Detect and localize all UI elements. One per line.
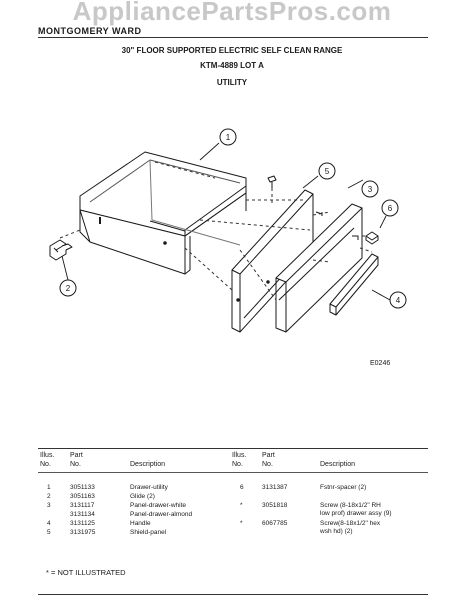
callout-label-5: 5 <box>325 167 330 176</box>
row-illus: 6 <box>240 484 244 491</box>
model-number: KTM-4889 LOT A <box>200 61 264 70</box>
header-illus-left: Illus.No. <box>40 452 55 468</box>
callout-4 <box>389 291 407 309</box>
footer-rule <box>38 594 428 595</box>
figure-code: E0246 <box>370 360 391 367</box>
row-desc: wsh hd) (2) <box>320 528 353 535</box>
exploded-parts-diagram: 1 2 3 4 5 6 <box>49 128 407 333</box>
callout-label-6: 6 <box>388 204 393 213</box>
callout-label-3: 3 <box>368 185 373 194</box>
callout-2 <box>59 279 77 297</box>
row-desc: Handle <box>130 520 151 527</box>
row-illus: * <box>240 520 243 527</box>
header-desc-right: Description <box>320 461 356 468</box>
page-title: 30" FLOOR SUPPORTED ELECTRIC SELF CLEAN … <box>121 46 343 55</box>
drawer-utility-drawing <box>79 151 247 275</box>
row-desc: Glide (2) <box>130 493 155 500</box>
row-part: 3051163 <box>70 493 95 500</box>
row-illus: * <box>240 502 243 509</box>
callout-1 <box>219 128 237 146</box>
row-desc: low prof) drawer assy (9) <box>320 510 392 517</box>
header-illus-right: Illus.No. <box>232 452 247 468</box>
callout-label-4: 4 <box>396 296 401 305</box>
watermark: AppliancePartsPros.com <box>72 0 392 26</box>
row-part: 3051818 <box>262 502 288 509</box>
row-desc: Panel-drawer-white <box>130 502 186 509</box>
fastener-spacer-drawing <box>365 231 379 245</box>
row-illus: 3 <box>47 502 51 509</box>
header-desc-left: Description <box>130 461 166 468</box>
callout-3 <box>361 180 379 198</box>
header-underline <box>38 472 428 473</box>
row-part: 3131975 <box>70 529 96 536</box>
row-desc: Fstnr-spacer (2) <box>320 484 367 491</box>
table-top-rule <box>38 448 428 449</box>
row-illus: 4 <box>47 520 51 527</box>
row-desc: Screw(8-18x1/2" hex <box>320 520 381 527</box>
row-illus: 2 <box>47 493 51 500</box>
row-part: 6067785 <box>262 520 288 527</box>
row-desc: Shield-panel <box>130 529 167 536</box>
row-part: 3131125 <box>70 520 95 527</box>
glide-drawing <box>49 239 73 261</box>
row-part: 3131387 <box>262 484 288 491</box>
handle-drawing <box>329 253 379 316</box>
brand-name: MONTGOMERY WARD <box>38 26 142 36</box>
section-name: UTILITY <box>216 78 248 87</box>
callout-5 <box>318 162 336 180</box>
callout-label-2: 2 <box>66 284 71 293</box>
row-desc: Screw (8-18x1/2" RH <box>320 502 381 509</box>
row-illus: 1 <box>47 484 51 491</box>
row-illus: 5 <box>47 529 51 536</box>
row-desc: Drawer-utility <box>130 484 168 491</box>
row-desc: Panel-drawer-almond <box>130 511 193 518</box>
callout-6 <box>381 199 399 217</box>
row-part: 3051133 <box>70 484 95 491</box>
drawer-panel-drawing <box>275 203 363 333</box>
callout-label-1: 1 <box>226 133 231 142</box>
header-rule <box>38 37 428 38</box>
shield-panel-drawing <box>231 189 314 333</box>
footnote: * = NOT ILLUSTRATED <box>46 568 126 577</box>
row-part: 3131134 <box>70 511 95 518</box>
row-part: 3131117 <box>70 502 95 509</box>
